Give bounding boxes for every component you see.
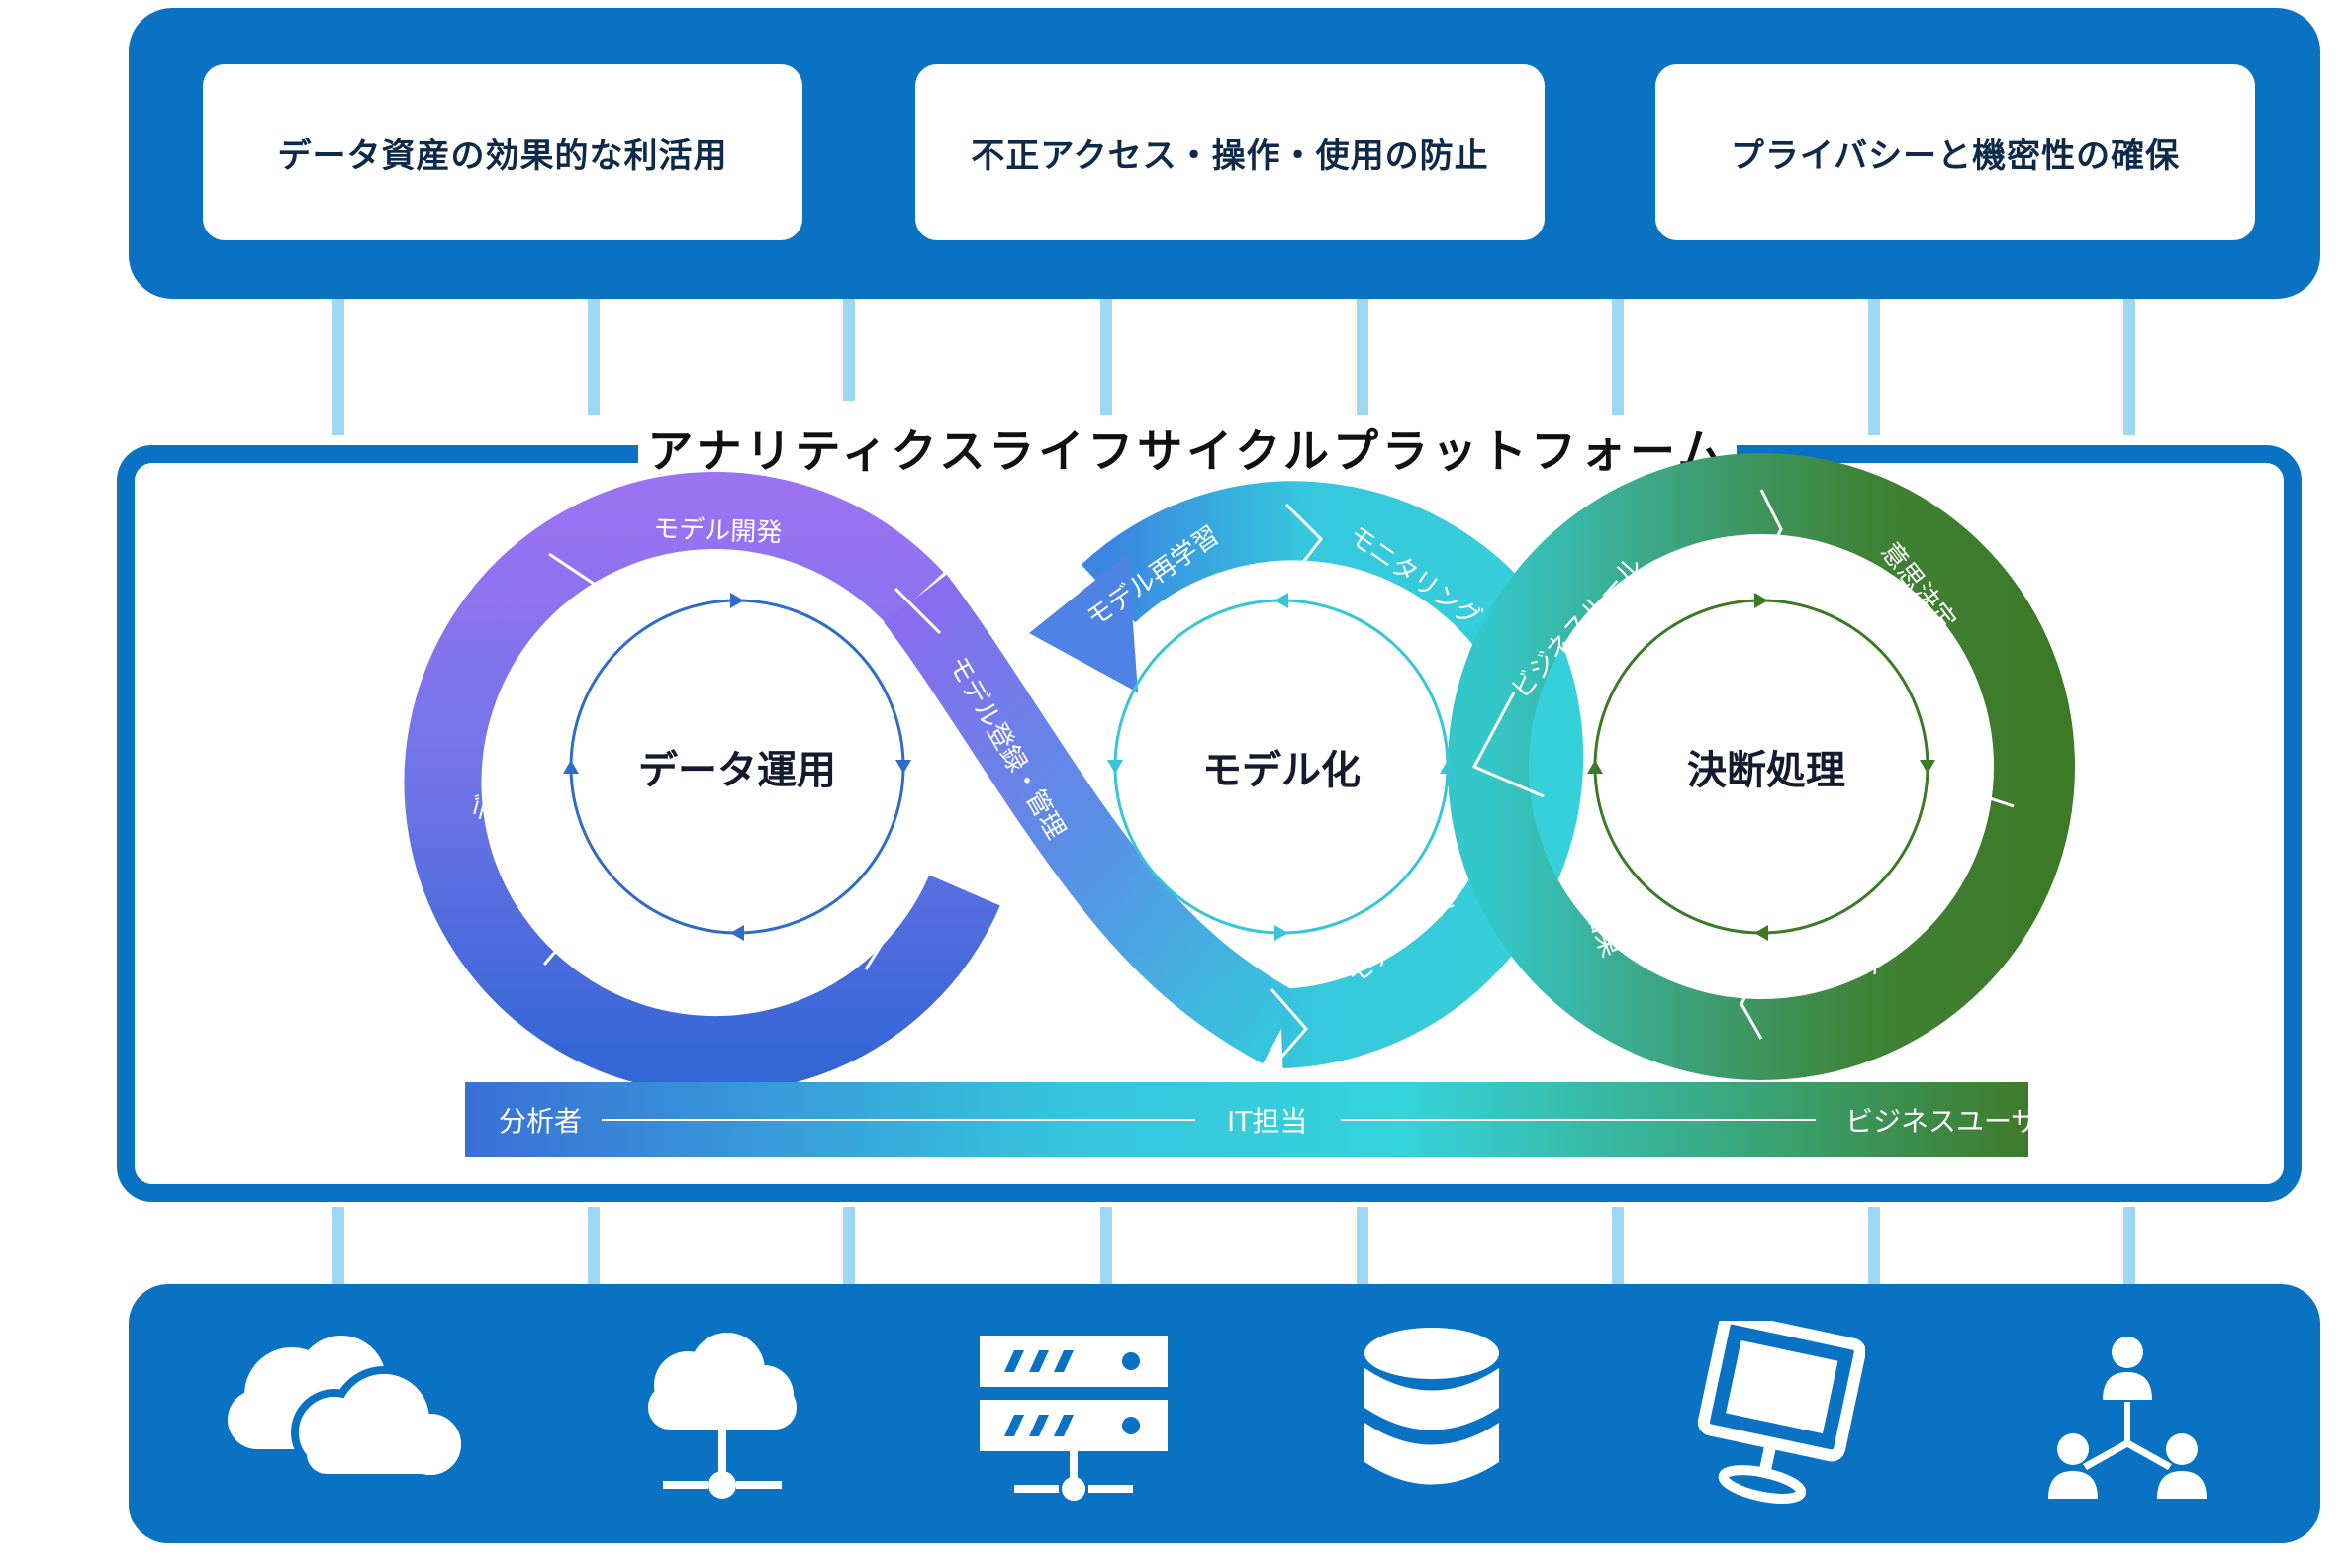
data-ops-ring	[404, 472, 1000, 1094]
cycle-label-modeling: モデル化	[1202, 748, 1361, 793]
role-business-user: ビジネスユーザー	[1845, 1105, 2067, 1138]
stage-label-model-dev: モデル開発	[653, 514, 783, 549]
role-line-left	[602, 1119, 1195, 1121]
model-register-band	[884, 574, 1301, 1064]
retrain-arrowhead	[1029, 554, 1138, 692]
goal-label-1: データ資産の効果的な利活用	[277, 136, 728, 176]
cycle-label-data-ops: データ運用	[638, 748, 836, 793]
user-network-icon	[2048, 1337, 2207, 1499]
role-analyst: 分析者	[499, 1105, 583, 1138]
goal-label-2: 不正アクセス・操作・使用の防止	[971, 136, 1489, 176]
decision-ring	[1448, 453, 2075, 1080]
infrastructure-band	[129, 1284, 2320, 1543]
network-cloud-icon	[648, 1333, 797, 1499]
cloud-icon	[228, 1336, 469, 1483]
cycle-label-decision: 決断処理	[1687, 748, 1845, 793]
monitor-icon	[1697, 1321, 1865, 1504]
database-icon	[1364, 1328, 1499, 1485]
goal-box-3: プライバシーと機密性の確保	[1655, 64, 2255, 240]
role-line-right	[1341, 1119, 1816, 1121]
goal-box-2: 不正アクセス・操作・使用の防止	[915, 64, 1545, 240]
stage-label-data-prep: データ準備	[633, 965, 764, 1007]
role-it: IT担当	[1227, 1105, 1308, 1138]
goal-box-1: データ資産の効果的な利活用	[203, 64, 802, 240]
goal-label-3: プライバシーと機密性の確保	[1730, 136, 2181, 176]
server-icon	[980, 1336, 1168, 1501]
roles-bar: 分析者 IT担当 ビジネスユーザー	[465, 1082, 2066, 1157]
platform-title: アナリティクスライフサイクルプラットフォーム	[638, 415, 1737, 481]
